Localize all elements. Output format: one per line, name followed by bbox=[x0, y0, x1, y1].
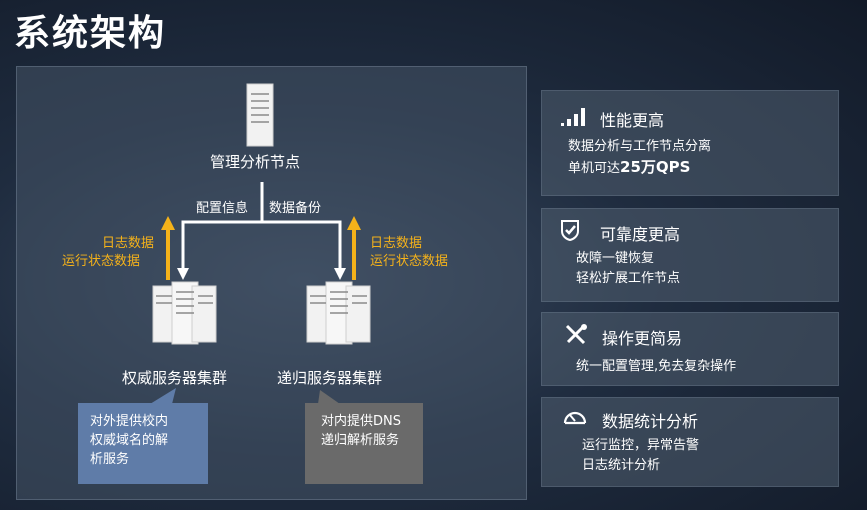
signal-bars-icon bbox=[561, 108, 585, 126]
auth-callout-line: 对外提供校内 bbox=[90, 414, 169, 429]
auth-callout-line: 权威域名的解 bbox=[90, 433, 169, 448]
distribution-arrows bbox=[181, 182, 342, 268]
page-title: 系统架构 bbox=[14, 13, 167, 54]
feature-line: 数据分析与工作节点分离 bbox=[568, 139, 712, 154]
upload-arrow-right bbox=[347, 216, 361, 280]
feature-title: 数据统计分析 bbox=[602, 412, 699, 431]
right-upload-label-2: 运行状态数据 bbox=[370, 254, 449, 269]
upload-arrow-left bbox=[161, 216, 175, 280]
flow-config-label: 配置信息 bbox=[196, 201, 249, 216]
qps-prefix: 单机可达 bbox=[568, 161, 621, 176]
right-upload-label-1: 日志数据 bbox=[370, 236, 423, 251]
auth-callout: 对外提供校内 权威域名的解 析服务 bbox=[78, 403, 208, 484]
recursive-callout-pointer bbox=[318, 390, 340, 404]
recursive-callout-line: 对内提供DNS bbox=[321, 414, 401, 429]
feature-lines: 运行监控，异常告警 日志统计分析 bbox=[582, 436, 699, 476]
mgmt-node-label: 管理分析节点 bbox=[210, 153, 301, 171]
flow-backup-label: 数据备份 bbox=[269, 201, 322, 216]
feature-card-reliability: 可靠度更高 故障一键恢复 轻松扩展工作节点 bbox=[541, 208, 839, 302]
tools-icon bbox=[565, 324, 587, 345]
feature-title: 性能更高 bbox=[600, 111, 665, 130]
recursive-callout: 对内提供DNS 递归解析服务 bbox=[305, 403, 423, 484]
feature-line: 运行监控，异常告警 bbox=[582, 438, 700, 453]
feature-line: 日志统计分析 bbox=[582, 458, 661, 473]
feature-line-qps: 单机可达25万QPS bbox=[568, 157, 711, 179]
recursive-callout-line: 递归解析服务 bbox=[321, 433, 400, 448]
recursive-cluster-label: 递归服务器集群 bbox=[277, 369, 383, 387]
feature-card-statistics: 数据统计分析 运行监控，异常告警 日志统计分析 bbox=[541, 397, 839, 487]
feature-lines: 统一配置管理,免去复杂操作 bbox=[576, 357, 736, 377]
feature-line: 轻松扩展工作节点 bbox=[576, 271, 681, 286]
management-server-icon bbox=[246, 83, 274, 147]
feature-card-performance: 性能更高 数据分析与工作节点分离 单机可达25万QPS bbox=[541, 90, 839, 196]
auth-server-cluster-icon bbox=[152, 281, 217, 345]
feature-lines: 故障一键恢复 轻松扩展工作节点 bbox=[576, 249, 680, 289]
feature-line: 故障一键恢复 bbox=[576, 251, 655, 266]
left-upload-label-2: 运行状态数据 bbox=[62, 254, 141, 269]
shield-check-icon bbox=[561, 220, 579, 241]
feature-lines: 数据分析与工作节点分离 单机可达25万QPS bbox=[568, 137, 711, 179]
feature-line: 统一配置管理,免去复杂操作 bbox=[576, 359, 737, 374]
recursive-server-cluster-icon bbox=[306, 281, 371, 345]
auth-callout-pointer bbox=[150, 388, 176, 404]
left-upload-label-1: 日志数据 bbox=[101, 236, 154, 251]
feature-title: 可靠度更高 bbox=[600, 225, 681, 244]
feature-title: 操作更简易 bbox=[602, 329, 683, 348]
qps-value: 25万QPS bbox=[620, 158, 691, 176]
arrow-head-left bbox=[177, 268, 189, 280]
auth-cluster-label: 权威服务器集群 bbox=[122, 369, 228, 387]
feature-card-ease: 操作更简易 统一配置管理,免去复杂操作 bbox=[541, 312, 839, 386]
auth-callout-line: 析服务 bbox=[90, 452, 130, 467]
arrow-head-right bbox=[334, 268, 346, 280]
gauge-icon bbox=[563, 411, 587, 425]
